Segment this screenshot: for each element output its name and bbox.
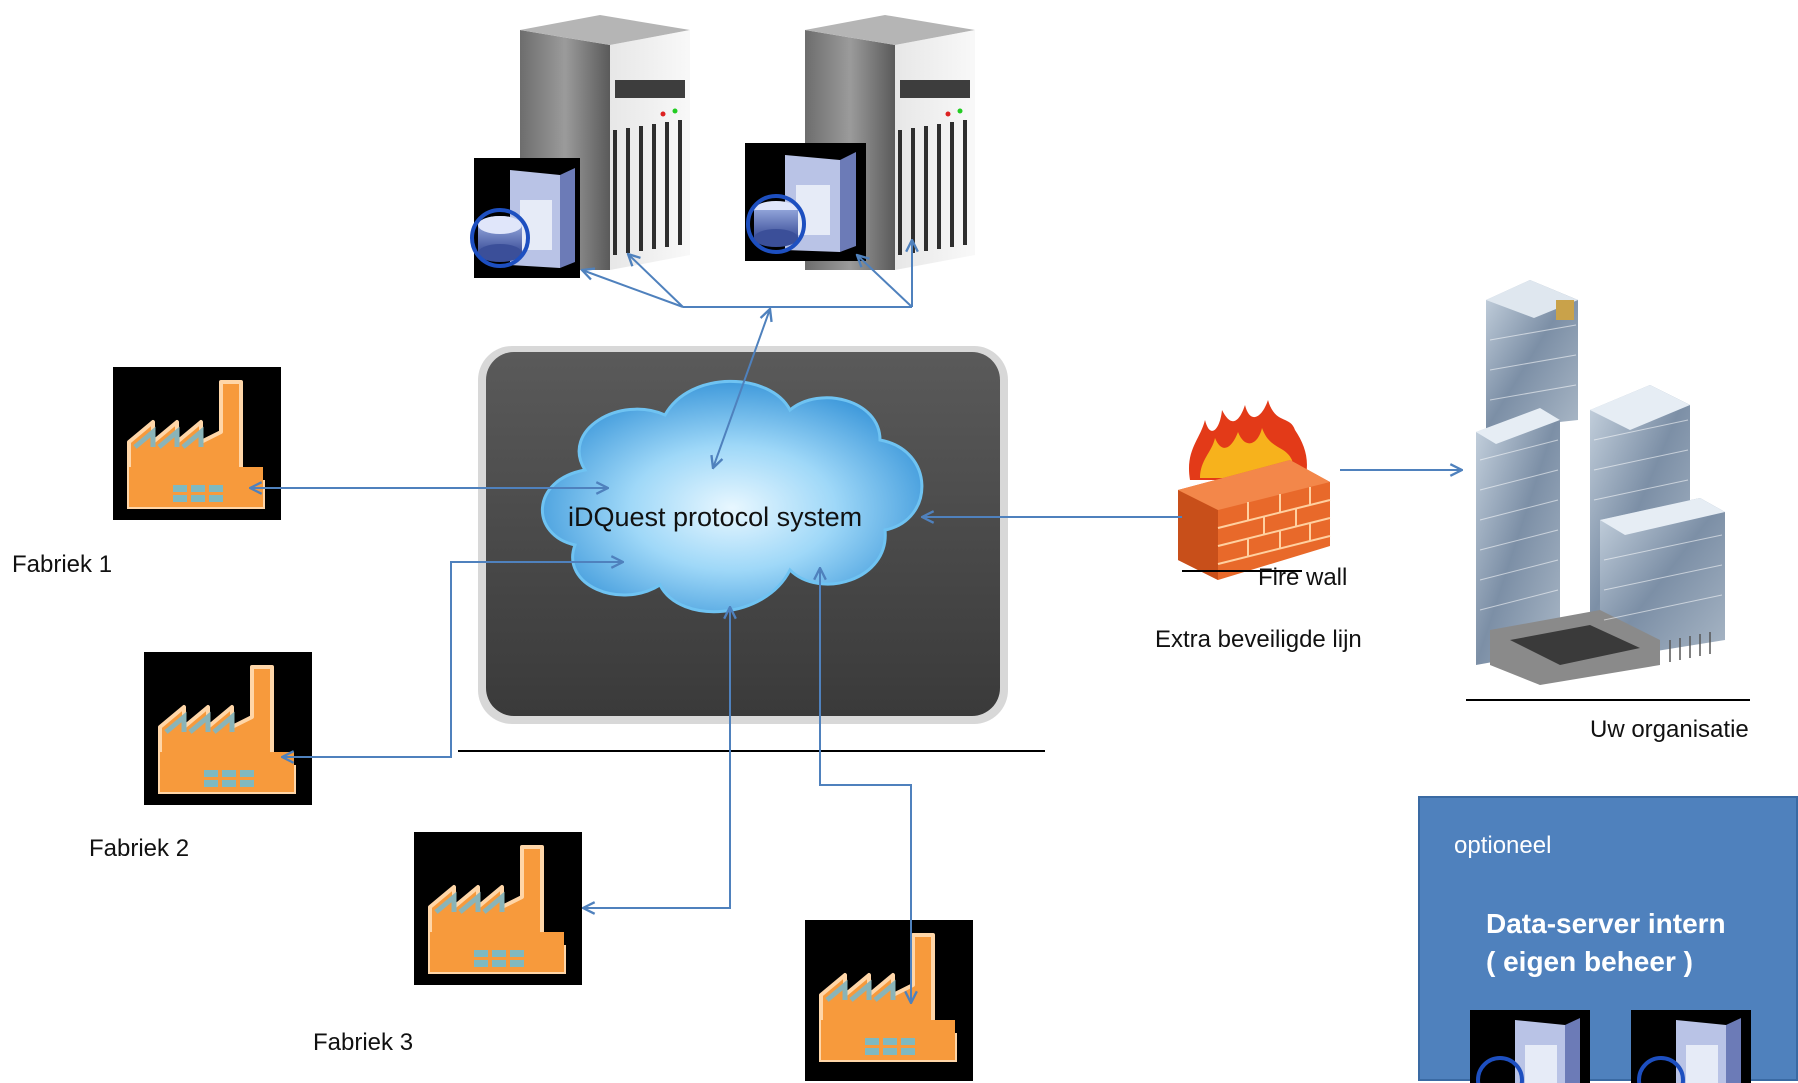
factory-label-2: Fabriek 2 (89, 835, 190, 862)
server-link-arrow (628, 254, 684, 308)
secure-line-label: Extra beveiligde lijn (1155, 626, 1362, 653)
cloud-label: iDQuest protocol system (568, 502, 863, 532)
factory-icon (805, 920, 973, 1081)
factory-label-3: Fabriek 3 (313, 1029, 414, 1056)
server-link-arrow (857, 255, 913, 308)
factory4-link-arrow (820, 568, 911, 1003)
firewall-icon (1178, 400, 1331, 580)
database-server-icon (745, 143, 866, 261)
server-link-arrow (582, 270, 684, 308)
database-server-icon (1631, 1010, 1751, 1083)
factory-icon (113, 367, 281, 520)
panel-title-line2: ( eigen beheer ) (1486, 946, 1693, 977)
factory-label-1: Fabriek 1 (12, 551, 113, 578)
office-building-icon (1476, 280, 1725, 685)
factory3-link-arrow (583, 607, 730, 908)
database-server-icon (470, 158, 580, 278)
optional-internal-server-panel: optioneel Data-server intern ( eigen beh… (1418, 796, 1798, 1083)
cloud-platform (478, 346, 1008, 724)
panel-title-line1: Data-server intern (1486, 908, 1726, 939)
firewall-label: Fire wall (1258, 564, 1348, 591)
cloud-server-arrow (713, 309, 770, 468)
optional-tag: optioneel (1454, 832, 1552, 859)
organisation-label: Uw organisatie (1590, 716, 1749, 743)
factory2-link-arrow (282, 562, 623, 757)
database-server-icon (1470, 1010, 1590, 1083)
panel-server-icons (1470, 1010, 1751, 1083)
factory-icon (144, 652, 312, 805)
factory-icon (414, 832, 582, 985)
